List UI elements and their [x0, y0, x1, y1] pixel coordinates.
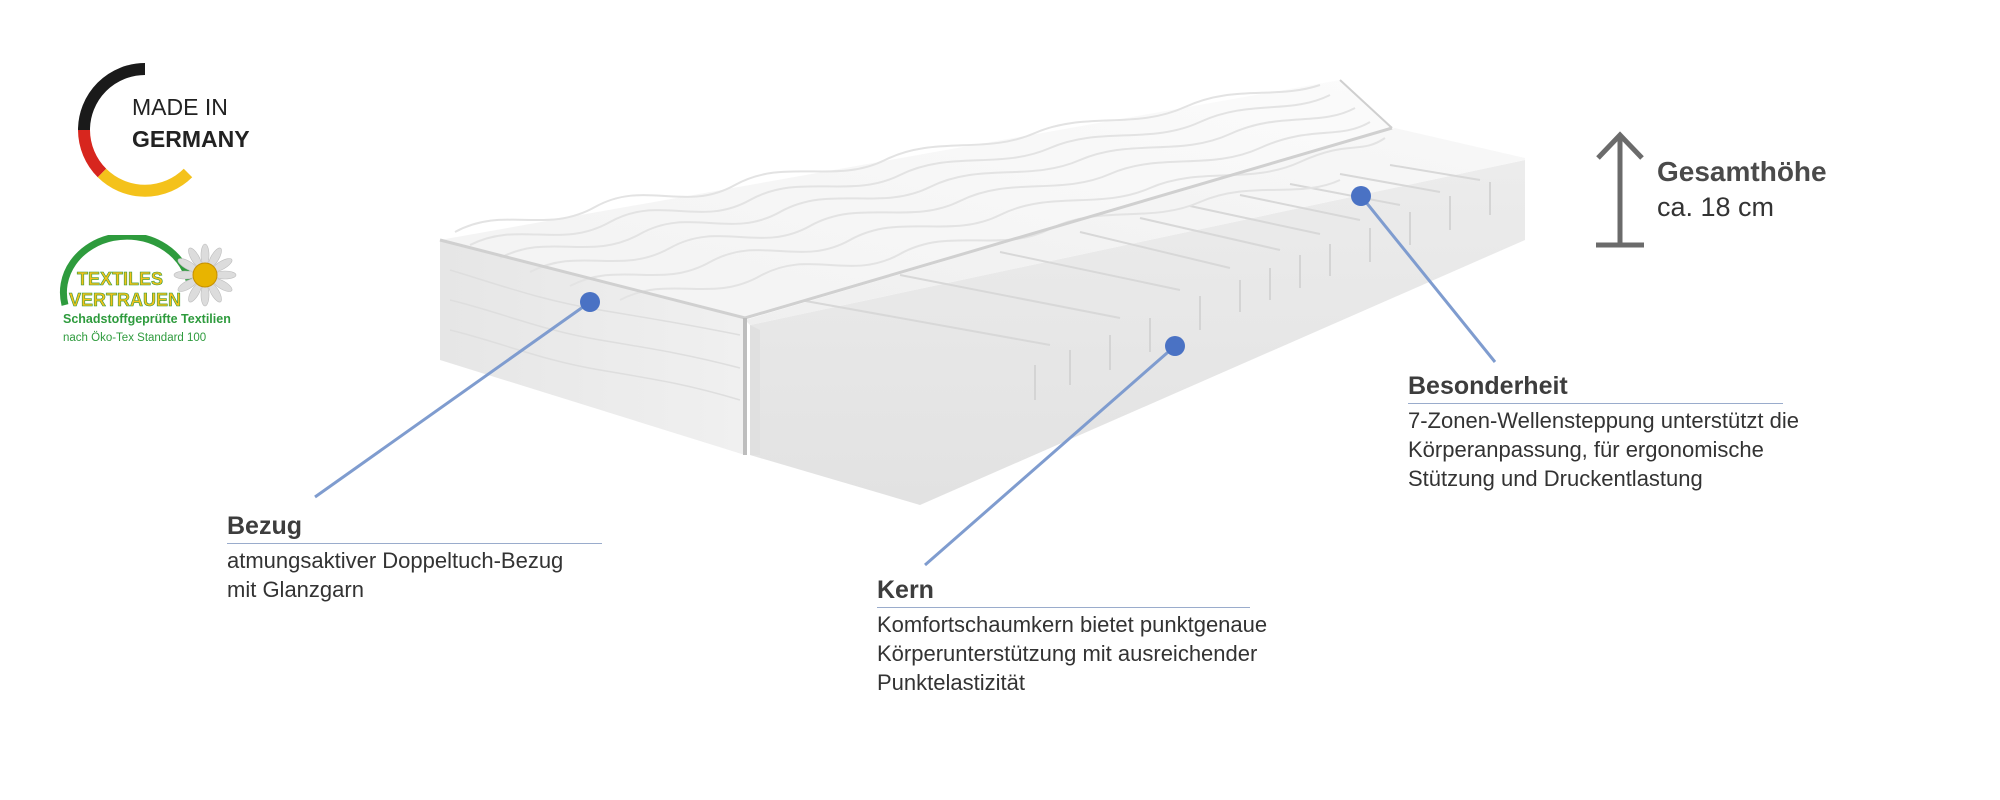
- besonderheit-line-3: Stützung und Druckentlastung: [1408, 466, 1703, 491]
- oeko-vertrauen-label: VERTRAUEN: [69, 290, 181, 310]
- flag-arc-black: [78, 63, 146, 131]
- bezug-leader-line: [314, 300, 591, 499]
- height-value: ca. 18 cm: [1657, 192, 1775, 222]
- bezug-title: Bezug: [227, 512, 602, 544]
- kern-line-1: Komfortschaumkern bietet punktgenaue: [877, 612, 1268, 637]
- kern-leader-line: [924, 344, 1176, 567]
- made-in-label: MADE IN: [132, 94, 228, 120]
- height-arrow-icon: [1596, 131, 1644, 248]
- mattress-cover: [439, 79, 1393, 455]
- height-info: Gesamthöhe ca. 18 cm: [1657, 156, 1827, 223]
- kern-line-3: Punktelastizität: [877, 670, 1025, 695]
- besonderheit-callout: Besonderheit 7-Zonen-Wellensteppung unte…: [1408, 372, 1888, 493]
- bezug-callout: Bezug atmungsaktiver Doppeltuch-Bezug mi…: [227, 512, 647, 604]
- bezug-line-2: mit Glanzgarn: [227, 577, 364, 602]
- besonderheit-pointer-dot: [1351, 186, 1371, 206]
- besonderheit-leader-line: [1359, 195, 1497, 363]
- oeko-arc: [59, 235, 193, 306]
- kern-line-2: Körperunterstützung mit ausreichender: [877, 641, 1258, 666]
- kern-title: Kern: [877, 576, 1250, 608]
- bezug-line-1: atmungsaktiver Doppeltuch-Bezug: [227, 548, 564, 573]
- bezug-pointer-dot: [580, 292, 600, 312]
- kern-pointer-dot: [1165, 336, 1185, 356]
- flag-arc-gold: [97, 168, 193, 197]
- height-title: Gesamthöhe: [1657, 156, 1827, 187]
- oeko-tex-badge: TEXTILES VERTRAUEN Schadstoffgeprüfte Te…: [59, 235, 237, 344]
- besonderheit-line-1: 7-Zonen-Wellensteppung unterstützt die: [1408, 408, 1799, 433]
- flag-arc-red: [78, 129, 107, 178]
- besonderheit-title: Besonderheit: [1408, 372, 1783, 404]
- germany-label: GERMANY: [132, 126, 250, 152]
- oeko-textiles-label: TEXTILES: [77, 269, 163, 289]
- besonderheit-line-2: Körperanpassung, für ergonomische: [1408, 437, 1764, 462]
- leader-lines: [314, 195, 1497, 567]
- made-in-germany-badge: MADE IN GERMANY: [78, 63, 250, 197]
- kern-callout: Kern Komfortschaumkern bietet punktgenau…: [877, 576, 1337, 697]
- oeko-standard-label: nach Öko-Tex Standard 100: [63, 332, 206, 344]
- daisy-icon: [173, 243, 237, 307]
- foam-core: [745, 128, 1525, 505]
- oeko-schadstoff-label: Schadstoffgeprüfte Textilien: [63, 312, 231, 326]
